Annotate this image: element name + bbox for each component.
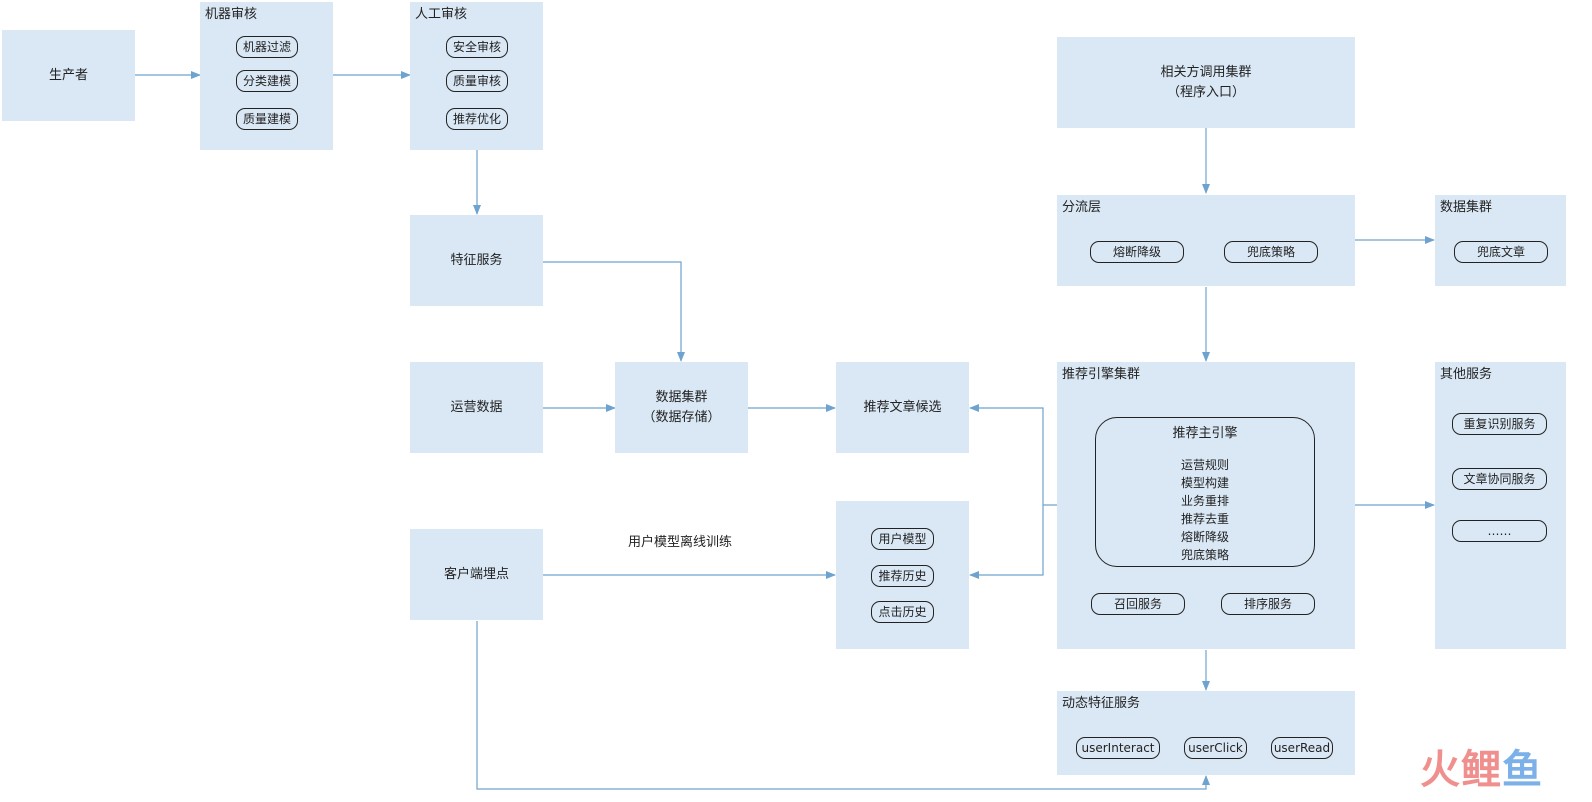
fallback-strategy-item: 兜底策略	[1224, 241, 1318, 263]
client-tracking-node: 客户端埋点	[410, 529, 543, 620]
security-review-item: 安全审核	[446, 36, 508, 58]
classification-modeling-item: 分类建模	[236, 70, 298, 92]
data-cluster-right-node: 数据集群 兜底文章	[1435, 195, 1566, 286]
caller-cluster-line2: （程序入口）	[1166, 84, 1245, 100]
ops-data-node: 运营数据	[410, 362, 543, 453]
quality-modeling-item: 质量建模	[236, 108, 298, 130]
engine-cluster-title: 推荐引擎集群	[1062, 367, 1141, 382]
traffic-layer-node: 分流层 熔断降级 兜底策略	[1057, 195, 1355, 286]
article-candidates-node: 推荐文章候选	[836, 362, 969, 453]
manual-review-title: 人工审核	[415, 7, 468, 22]
duplicate-detection-item: 重复识别服务	[1452, 413, 1547, 435]
engine-item-circuit-break: 熔断降级	[1180, 530, 1229, 544]
recall-service-item: 召回服务	[1091, 593, 1185, 615]
dynamic-features-node: 动态特征服务 userInteract userClick userRead	[1057, 691, 1355, 775]
click-history-item: 点击历史	[871, 601, 934, 623]
machine-filter-item: 机器过滤	[236, 36, 298, 58]
arrow-engine-to-candidates	[969, 404, 1057, 506]
client-tracking-label: 客户端埋点	[443, 566, 509, 582]
engine-item-rerank: 业务重排	[1180, 494, 1229, 508]
data-cluster-storage-node: 数据集群 （数据存储）	[615, 362, 748, 453]
offline-training-label: 用户模型离线训练	[628, 535, 733, 550]
engine-item-model-build: 模型构建	[1180, 476, 1229, 490]
machine-review-node: 机器审核 机器过滤 分类建模 质量建模	[200, 2, 333, 150]
article-candidates-label: 推荐文章候选	[863, 399, 942, 415]
user-read-item: userRead	[1271, 737, 1333, 759]
data-cluster-storage-line1: 数据集群	[655, 389, 708, 405]
engine-item-dedup: 推荐去重	[1180, 512, 1229, 526]
caller-cluster-line1: 相关方调用集群	[1160, 64, 1252, 80]
traffic-layer-title: 分流层	[1062, 200, 1102, 215]
quality-review-item: 质量审核	[446, 70, 508, 92]
machine-review-title: 机器审核	[205, 7, 258, 22]
feature-service-node: 特征服务	[410, 215, 543, 306]
recommend-history-item: 推荐历史	[871, 565, 934, 587]
producer-node: 生产者	[2, 30, 135, 121]
other-services-title: 其他服务	[1440, 367, 1493, 382]
fallback-article-item: 兜底文章	[1454, 241, 1548, 263]
user-interact-item: userInteract	[1076, 737, 1160, 759]
user-click-item: userClick	[1184, 737, 1247, 759]
watermark-char-3: 鱼	[1502, 747, 1543, 793]
producer-label: 生产者	[48, 67, 88, 83]
feature-service-label: 特征服务	[450, 252, 503, 268]
manual-review-node: 人工审核 安全审核 质量审核 推荐优化	[410, 2, 543, 150]
other-services-node: 其他服务 重复识别服务 文章协同服务 ……	[1435, 362, 1566, 649]
caller-cluster-node: 相关方调用集群 （程序入口）	[1057, 37, 1355, 128]
arrow-feature-to-datacluster	[543, 261, 685, 362]
engine-item-ops-rules: 运营规则	[1180, 458, 1229, 472]
article-collab-item: 文章协同服务	[1452, 468, 1547, 490]
arrow-client-to-dynamic	[476, 621, 1210, 790]
more-services-item: ……	[1452, 520, 1547, 542]
data-cluster-storage-line2: （数据存储）	[642, 409, 721, 425]
watermark-logo: 火鲤鱼	[1420, 748, 1543, 792]
watermark-char-1: 火	[1420, 747, 1461, 793]
ops-data-label: 运营数据	[450, 399, 503, 415]
main-engine-title: 推荐主引擎	[1172, 426, 1238, 441]
circuit-break-item: 熔断降级	[1090, 241, 1184, 263]
dynamic-features-title: 动态特征服务	[1062, 696, 1141, 711]
engine-cluster-node: 推荐引擎集群 推荐主引擎 运营规则 模型构建 业务重排 推荐去重 熔断降级 兜底…	[1057, 362, 1355, 649]
recommend-optimize-item: 推荐优化	[446, 108, 508, 130]
watermark-char-2: 鲤	[1461, 747, 1502, 793]
arrow-engine-to-usermodel	[969, 505, 1044, 579]
data-cluster-right-title: 数据集群	[1440, 200, 1493, 215]
engine-item-fallback: 兜底策略	[1180, 548, 1229, 562]
main-engine: 推荐主引擎 运营规则 模型构建 业务重排 推荐去重 熔断降级 兜底策略	[1095, 417, 1315, 567]
user-model-item: 用户模型	[871, 528, 934, 550]
ranking-service-item: 排序服务	[1221, 593, 1315, 615]
user-model-node: 用户模型 推荐历史 点击历史	[836, 501, 969, 649]
